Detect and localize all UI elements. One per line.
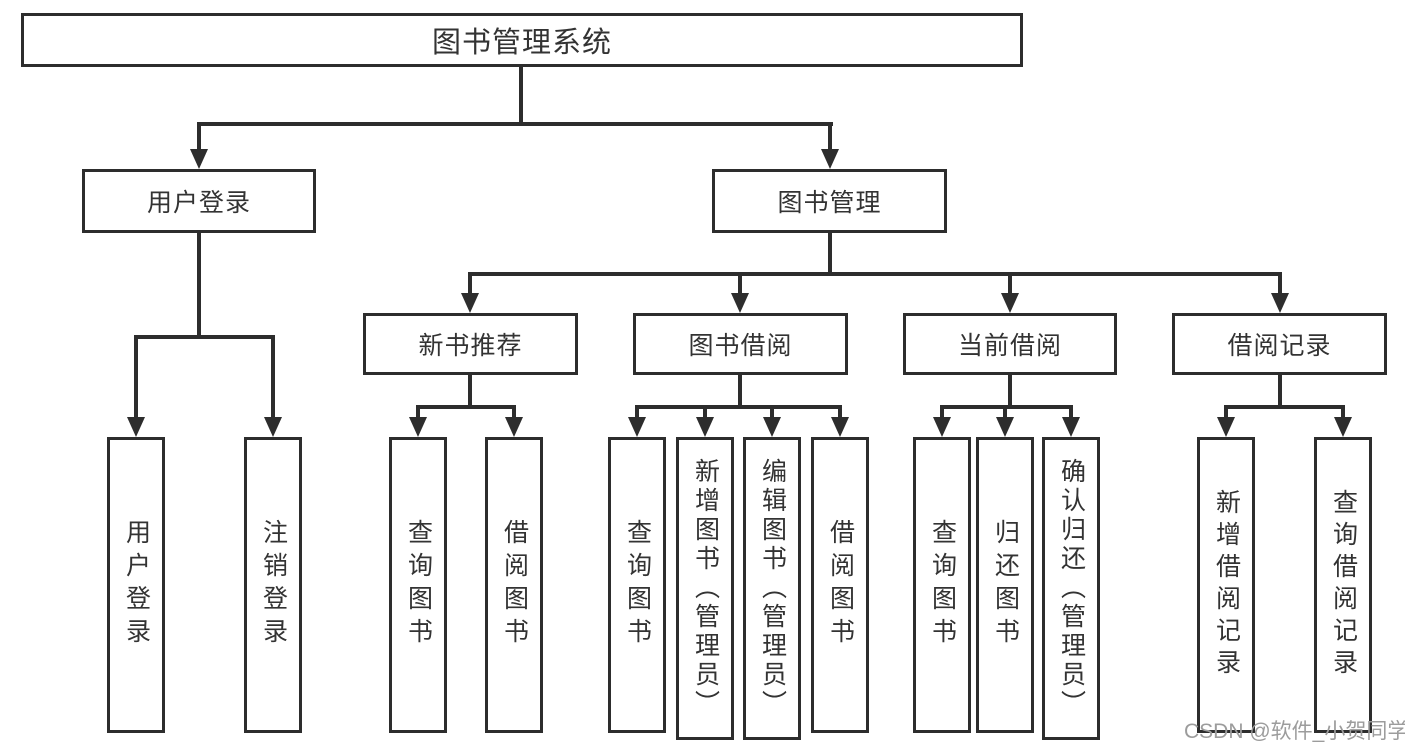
- connector-line: [197, 233, 201, 339]
- connector-line: [703, 405, 707, 419]
- connector-line: [770, 405, 774, 419]
- arrow-down-icon: [461, 293, 479, 313]
- connector-line: [468, 272, 472, 296]
- node-add-borrow-record: 新增借阅记录: [1197, 437, 1255, 733]
- connector-line: [635, 405, 841, 409]
- node-label: 借阅记录: [1227, 332, 1332, 360]
- arrow-down-icon: [505, 417, 523, 437]
- connector-line: [134, 335, 138, 419]
- node-label: 新增图书（管理员）: [691, 458, 720, 719]
- connector-line: [1003, 405, 1007, 419]
- arrow-down-icon: [264, 417, 282, 437]
- arrow-down-icon: [821, 149, 839, 169]
- node-book-management: 图书管理: [712, 169, 947, 233]
- node-label: 新增借阅记录: [1212, 489, 1241, 681]
- connector-line: [416, 405, 420, 419]
- node-new-book-recommend: 新书推荐: [363, 313, 578, 375]
- node-user-login: 用户登录: [82, 169, 316, 233]
- node-query-books-borrowing: 查询图书: [608, 437, 666, 733]
- connector-line: [838, 405, 842, 419]
- connector-line: [134, 335, 275, 339]
- node-query-books-recommend: 查询图书: [389, 437, 447, 733]
- connector-line: [940, 405, 944, 419]
- node-label: 借阅图书: [826, 519, 855, 651]
- connector-line: [271, 335, 275, 419]
- arrow-down-icon: [628, 417, 646, 437]
- arrow-down-icon: [696, 417, 714, 437]
- arrow-down-icon: [996, 417, 1014, 437]
- node-label: 编辑图书（管理员）: [758, 458, 787, 719]
- connector-line: [1008, 375, 1012, 409]
- node-label: 借阅图书: [500, 519, 529, 651]
- node-label: 图书管理系统: [431, 27, 612, 59]
- node-label: 当前借阅: [957, 332, 1062, 360]
- connector-line: [1069, 405, 1073, 419]
- node-label: 用户登录: [146, 189, 251, 217]
- node-label: 新书推荐: [418, 332, 523, 360]
- node-label: 图书借阅: [688, 332, 793, 360]
- node-label: 图书管理: [777, 189, 882, 217]
- arrow-down-icon: [831, 417, 849, 437]
- node-book-borrowing: 图书借阅: [633, 313, 848, 375]
- connector-line: [1341, 405, 1345, 419]
- node-confirm-return-admin: 确认归还（管理员）: [1042, 437, 1100, 740]
- arrow-down-icon: [409, 417, 427, 437]
- connector-line: [828, 122, 832, 152]
- connector-line: [519, 67, 523, 122]
- node-borrow-books-recommend: 借阅图书: [485, 437, 543, 733]
- arrow-down-icon: [933, 417, 951, 437]
- node-current-borrowing: 当前借阅: [903, 313, 1117, 375]
- node-query-borrow-record: 查询借阅记录: [1314, 437, 1372, 733]
- arrow-down-icon: [1334, 417, 1352, 437]
- node-label: 查询借阅记录: [1329, 489, 1358, 681]
- arrow-down-icon: [127, 417, 145, 437]
- connector-line: [1224, 405, 1228, 419]
- connector-line: [828, 233, 832, 274]
- connector-line: [1008, 272, 1012, 296]
- arrow-down-icon: [1217, 417, 1235, 437]
- connector-line: [1224, 405, 1345, 409]
- connector-line: [738, 272, 742, 296]
- connector-line: [416, 405, 516, 409]
- node-query-books-current: 查询图书: [913, 437, 971, 733]
- node-borrow-books: 借阅图书: [811, 437, 869, 733]
- connector-line: [468, 272, 1282, 276]
- node-library-system: 图书管理系统: [21, 13, 1023, 67]
- connector-line: [1278, 272, 1282, 296]
- arrow-down-icon: [1001, 293, 1019, 313]
- node-label: 确认归还（管理员）: [1057, 458, 1086, 719]
- connector-line: [635, 405, 639, 419]
- node-label: 查询图书: [928, 519, 957, 651]
- connector-line: [738, 375, 742, 409]
- node-borrow-records: 借阅记录: [1172, 313, 1387, 375]
- node-label: 用户登录: [122, 519, 151, 651]
- arrow-down-icon: [1271, 293, 1289, 313]
- arrow-down-icon: [763, 417, 781, 437]
- csdn-watermark: CSDN @软件_小贺同学: [1184, 720, 1405, 743]
- arrow-down-icon: [1062, 417, 1080, 437]
- node-return-books: 归还图书: [976, 437, 1034, 733]
- connector-line: [197, 122, 201, 152]
- node-label: 注销登录: [259, 519, 288, 651]
- connector-line: [197, 122, 833, 126]
- node-add-books-admin: 新增图书（管理员）: [676, 437, 734, 740]
- connector-line: [468, 375, 472, 409]
- node-label: 查询图书: [623, 519, 652, 651]
- connector-line: [1278, 375, 1282, 409]
- node-label: 查询图书: [404, 519, 433, 651]
- arrow-down-icon: [190, 149, 208, 169]
- node-label: 归还图书: [991, 519, 1020, 651]
- node-edit-books-admin: 编辑图书（管理员）: [743, 437, 801, 740]
- arrow-down-icon: [731, 293, 749, 313]
- connector-line: [512, 405, 516, 419]
- node-user-login-leaf: 用户登录: [107, 437, 165, 733]
- node-logout: 注销登录: [244, 437, 302, 733]
